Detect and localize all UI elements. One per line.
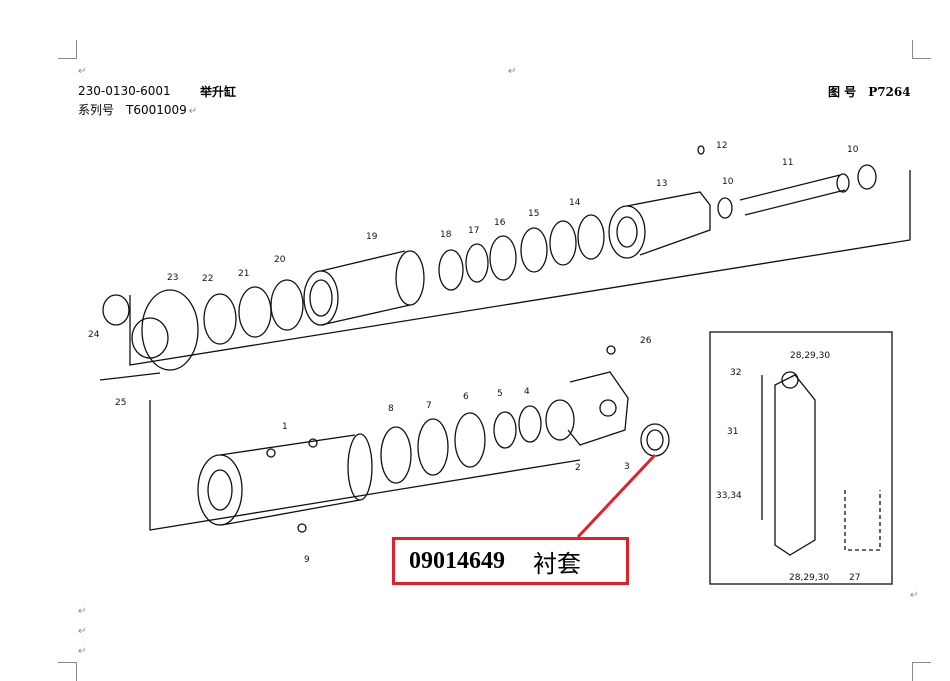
drawing-row: 图 号 P7264: [828, 83, 911, 100]
paragraph-mark: ↵: [78, 66, 87, 77]
callout-label: 27: [849, 573, 860, 583]
callout-label: 25: [115, 398, 126, 408]
paragraph-mark: ↵: [78, 646, 87, 657]
part-code: 09014649: [409, 547, 505, 574]
rings-left: [203, 279, 304, 345]
part-description: 衬套: [533, 551, 581, 578]
gland: [303, 250, 425, 326]
series-row: 系列号 T6001009 ↵: [78, 101, 197, 118]
series-number: T6001009: [126, 103, 187, 117]
callout-label: 28,29,30: [790, 351, 830, 361]
piston-rod: [717, 164, 877, 219]
callout-label: 10: [847, 145, 859, 155]
callout-label: 9: [304, 555, 310, 565]
crop-mark: [912, 662, 931, 681]
callout-label: 31: [727, 427, 738, 437]
callout-label: 5: [497, 389, 503, 399]
callout-label: 6: [463, 392, 469, 402]
callout-label: 1: [282, 422, 288, 432]
piston: [608, 145, 711, 259]
cylinder-barrel: [197, 433, 373, 533]
callout-label: 19: [366, 232, 378, 242]
callout-label: 20: [274, 255, 286, 265]
drawing-label: 图 号: [828, 85, 857, 99]
callout-label: 11: [782, 158, 793, 168]
callout-label: 28,29,30: [789, 573, 829, 583]
callout-label: 23: [167, 273, 178, 283]
paragraph-mark: ↵: [910, 590, 919, 601]
callout-label: 26: [640, 336, 652, 346]
end-flange: [99, 289, 199, 381]
drawing-number: P7264: [868, 85, 911, 99]
crop-mark: [912, 40, 931, 59]
callout-label: 8: [388, 404, 394, 414]
callout-label: 14: [569, 198, 581, 208]
lower-rings: [380, 405, 542, 484]
callout-label: 33,34: [716, 491, 742, 501]
bushing: [640, 423, 670, 457]
crop-mark: [58, 662, 77, 681]
callout-label: 21: [238, 269, 249, 279]
detail-inset: [709, 331, 893, 585]
highlight-leader: [576, 453, 657, 539]
callout-labels: 12 10 11 13 10 14 15 16 17 18 19 20 21 2…: [88, 141, 860, 583]
callout-label: 17: [468, 226, 479, 236]
callout-label: 15: [528, 209, 539, 219]
callout-label: 18: [440, 230, 452, 240]
callout-label: 12: [716, 141, 727, 151]
highlighted-part-callout: 09014649 衬套: [392, 537, 629, 585]
callout-label: 3: [624, 462, 630, 472]
callout-label: 22: [202, 274, 213, 284]
crop-mark: [58, 40, 77, 59]
callout-label: 4: [524, 387, 530, 397]
callout-label: 2: [575, 463, 581, 473]
callout-label: 16: [494, 218, 506, 228]
part-number: 230-0130-6001: [78, 84, 171, 98]
callout-label: 13: [656, 179, 667, 189]
paragraph-mark: ↵: [188, 106, 198, 117]
callout-label: 7: [426, 401, 432, 411]
seal-rings: [438, 214, 605, 291]
callout-label: 10: [722, 177, 734, 187]
paragraph-mark: ↵: [508, 66, 517, 77]
paragraph-mark: ↵: [78, 626, 87, 637]
part-name: 举升缸: [200, 85, 237, 99]
paragraph-mark: ↵: [78, 606, 87, 617]
series-label: 系列号: [78, 103, 115, 117]
rod-eye: [545, 345, 629, 446]
callout-label: 32: [730, 368, 741, 378]
callout-label: 24: [88, 330, 100, 340]
